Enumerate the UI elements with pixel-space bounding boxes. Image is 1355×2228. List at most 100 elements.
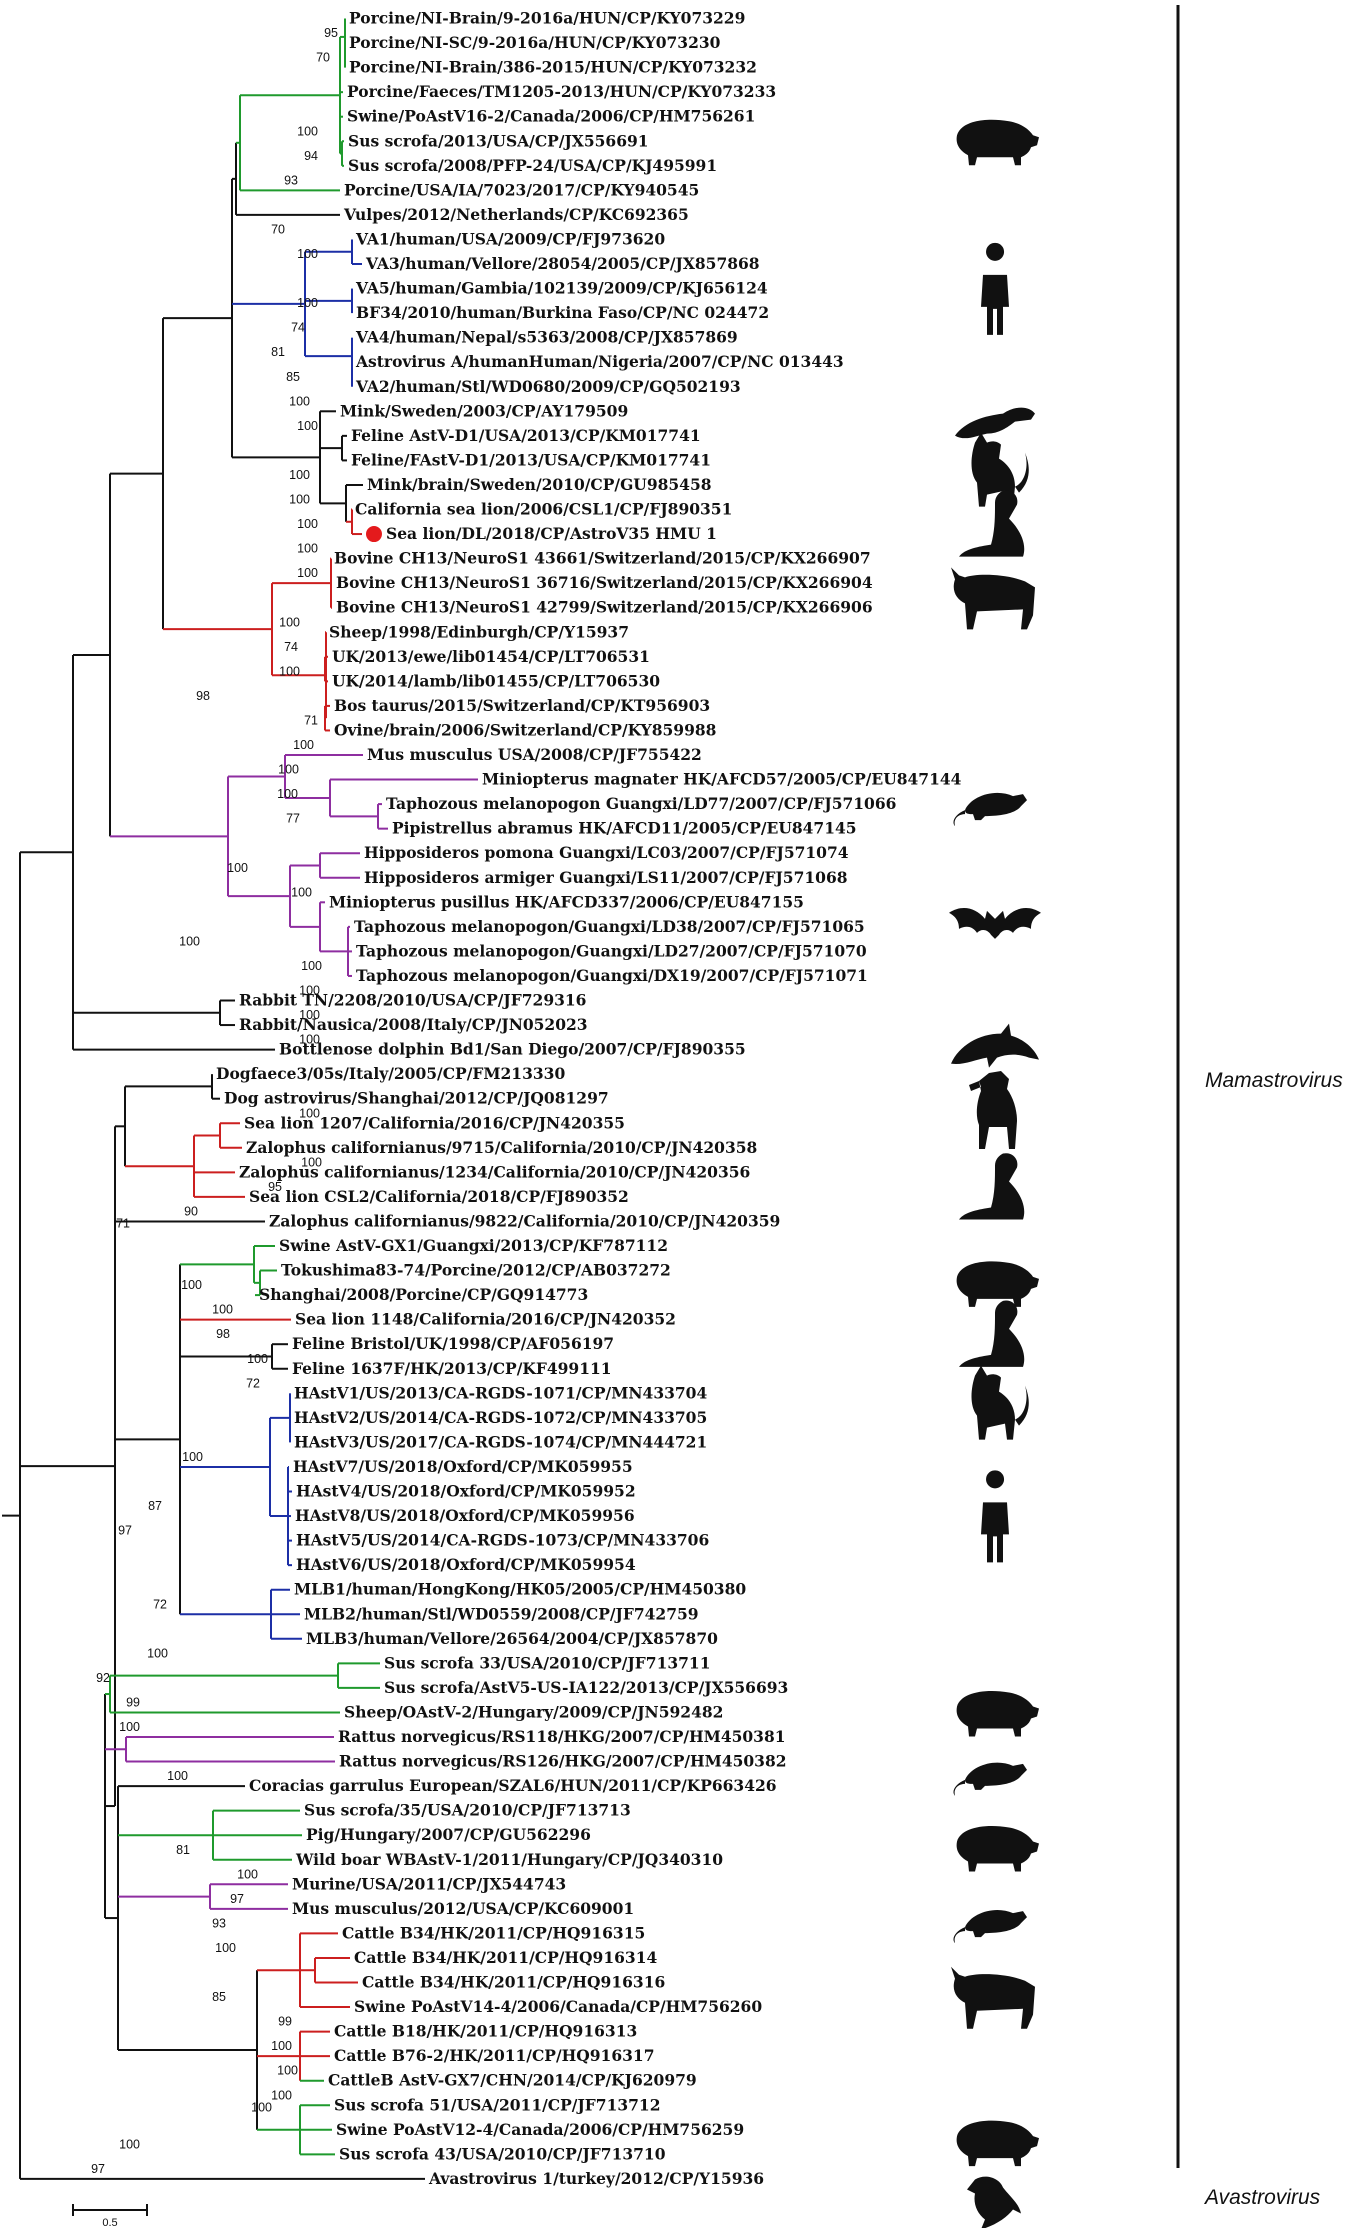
- leaf-label: Zalophus californianus/1234/California/2…: [239, 1162, 750, 1181]
- mink-icon: [955, 407, 1035, 439]
- leaf-label: Dogfaece3/05s/Italy/2005/CP/FM213330: [216, 1064, 565, 1083]
- tree-branches: [2, 18, 478, 2180]
- bootstrap-value: 100: [212, 1303, 233, 1317]
- leaf-label: Swine PoAstV14-4/2006/Canada/CP/HM756260: [354, 1997, 762, 2016]
- bootstrap-value: 93: [284, 173, 298, 187]
- leaf-label: Taphozous melanopogon/Guangxi/DX19/2007/…: [356, 966, 868, 985]
- leaf-label: UK/2014/lamb/lib01455/CP/LT706530: [332, 671, 660, 690]
- leaf-label: Vulpes/2012/Netherlands/CP/KC692365: [343, 205, 689, 224]
- bootstrap-value: 100: [301, 1155, 322, 1169]
- leaf-label: Wild boar WBAstV-1/2011/Hungary/CP/JQ340…: [295, 1850, 723, 1869]
- human-icon-shape: [981, 242, 1009, 335]
- bootstrap-value: 85: [286, 370, 300, 384]
- leaf-label: HAstV5/US/2014/CA-RGDS-1073/CP/MN433706: [296, 1531, 709, 1550]
- bootstrap-value: 92: [96, 1671, 110, 1685]
- human-icon: [981, 242, 1009, 335]
- dolphin-icon: [951, 1023, 1039, 1068]
- pig-icon: [956, 2120, 1039, 2167]
- rat-icon: [953, 1909, 1027, 1944]
- leaf-label: VA1/human/USA/2009/CP/FJ973620: [355, 229, 665, 248]
- leaf-label: Cattle B34/HK/2011/CP/HQ916315: [342, 1923, 645, 1942]
- leaf-label: HAstV2/US/2014/CA-RGDS-1072/CP/MN433705: [294, 1408, 707, 1427]
- leaf-label: Pipistrellus abramus HK/AFCD11/2005/CP/E…: [392, 819, 857, 838]
- leaf-label: Porcine/NI-Brain/386-2015/HUN/CP/KY07323…: [349, 58, 757, 77]
- bootstrap-value: 100: [279, 615, 300, 629]
- sea-lion-icon-shape: [959, 490, 1025, 557]
- pig-icon-shape: [956, 1261, 1039, 1307]
- leaf-label: Rattus norvegicus/RS118/HKG/2007/CP/HM45…: [338, 1727, 786, 1746]
- sea-lion-icon-shape: [959, 1153, 1025, 1220]
- bootstrap-value: 100: [167, 1769, 188, 1783]
- leaf-label: Bovine CH13/NeuroS1 36716/Switzerland/20…: [336, 573, 873, 592]
- bootstrap-value: 100: [297, 542, 318, 556]
- bootstrap-value: 100: [297, 566, 318, 580]
- host-silhouettes: [949, 119, 1041, 2228]
- leaf-label: Porcine/NI-Brain/9-2016a/HUN/CP/KY073229: [349, 9, 745, 28]
- leaf-label: Porcine/USA/IA/7023/2017/CP/KY940545: [344, 180, 699, 199]
- bootstrap-value: 100: [227, 861, 248, 875]
- pig-icon-shape: [956, 1826, 1039, 1872]
- bootstrap-value: 71: [304, 713, 318, 727]
- leaf-label: Mus musculus USA/2008/CP/JF755422: [367, 745, 702, 764]
- bootstrap-value: 100: [147, 1646, 168, 1660]
- leaf-label: HAstV3/US/2017/CA-RGDS-1074/CP/MN444721: [294, 1432, 707, 1451]
- bootstrap-value: 77: [286, 812, 300, 826]
- rat-icon-shape: [953, 1762, 1027, 1796]
- leaf-label: Feline Bristol/UK/1998/CP/AF056197: [292, 1334, 614, 1353]
- rat-icon: [953, 792, 1027, 827]
- leaf-label: HAstV6/US/2018/Oxford/CP/MK059954: [296, 1555, 636, 1574]
- leaf-label: Ovine/brain/2006/Switzerland/CP/KY859988: [334, 720, 716, 739]
- leaf-label: MLB1/human/HongKong/HK05/2005/CP/HM45038…: [294, 1580, 746, 1599]
- cat-icon: [971, 1365, 1029, 1440]
- leaf-label: VA3/human/Vellore/28054/2005/CP/JX857868: [365, 254, 760, 273]
- bootstrap-value: 100: [237, 1867, 258, 1881]
- rat-icon-shape: [953, 1909, 1027, 1944]
- leaf-label: UK/2013/ewe/lib01454/CP/LT706531: [332, 647, 650, 666]
- bootstrap-value: 100: [279, 664, 300, 678]
- leaf-label: VA2/human/Stl/WD0680/2009/CP/GQ502193: [355, 377, 741, 396]
- leaf-label: Mink/Sweden/2003/CP/AY179509: [340, 401, 628, 420]
- bootstrap-value: 97: [91, 2162, 105, 2176]
- leaf-label: Murine/USA/2011/CP/JX544743: [292, 1874, 566, 1893]
- leaf-label: Sea lion CSL2/California/2018/CP/FJ89035…: [249, 1187, 629, 1206]
- leaf-label: Pig/Hungary/2007/CP/GU562296: [306, 1825, 591, 1844]
- bootstrap-value: 93: [212, 1916, 226, 1930]
- leaf-label: Sus scrofa 51/USA/2011/CP/JF713712: [334, 2095, 661, 2114]
- bootstrap-value: 100: [277, 2064, 298, 2078]
- leaf-label: Feline AstV-D1/USA/2013/CP/KM017741: [351, 426, 701, 445]
- bootstrap-value: 97: [230, 1892, 244, 1906]
- leaf-label: Sus scrofa/AstV5-US-IA122/2013/CP/JX5566…: [384, 1678, 788, 1697]
- leaf-label: VA4/human/Nepal/s5363/2008/CP/JX857869: [355, 328, 738, 347]
- cat-icon: [971, 432, 1029, 507]
- bootstrap-value: 100: [271, 2088, 292, 2102]
- genus-label: Mamastrovirus: [1205, 1069, 1343, 1092]
- genus-label: Avastrovirus: [1203, 2186, 1321, 2209]
- pig-icon-shape: [956, 2120, 1039, 2167]
- leaf-label: HAstV8/US/2018/Oxford/CP/MK059956: [295, 1506, 635, 1525]
- bootstrap-value: 100: [297, 247, 318, 261]
- bootstrap-value: 95: [268, 1180, 282, 1194]
- leaf-label: CattleB AstV-GX7/CHN/2014/CP/KJ620979: [328, 2071, 697, 2090]
- highlight-dot: [366, 526, 382, 543]
- cattle-icon: [951, 567, 1035, 630]
- pig-icon: [956, 1261, 1039, 1307]
- leaf-label: Sheep/1998/Edinburgh/CP/Y15937: [329, 622, 629, 641]
- leaf-label: Astrovirus A/humanHuman/Nigeria/2007/CP/…: [355, 352, 844, 371]
- bootstrap-value: 71: [116, 1217, 130, 1231]
- leaf-label: Sea lion/DL/2018/CP/AstroV35 HMU 1: [386, 524, 717, 543]
- highlight-marker: [366, 526, 382, 543]
- bootstrap-value: 98: [216, 1327, 230, 1341]
- leaf-label: Porcine/NI-SC/9-2016a/HUN/CP/KY073230: [349, 33, 721, 52]
- bootstrap-value: 99: [126, 1695, 140, 1709]
- bootstrap-value: 90: [184, 1204, 198, 1218]
- leaf-label: Zalophus californianus/9822/California/2…: [269, 1211, 780, 1230]
- bat-icon-shape: [949, 908, 1041, 939]
- bootstrap-value: 100: [289, 394, 310, 408]
- leaf-labels: Porcine/NI-Brain/9-2016a/HUN/CP/KY073229…: [216, 9, 962, 2188]
- leaf-label: HAstV1/US/2013/CA-RGDS-1071/CP/MN433704: [294, 1383, 707, 1402]
- leaf-label: Coracias garrulus European/SZAL6/HUN/201…: [249, 1776, 777, 1795]
- bootstrap-value: 70: [271, 222, 285, 236]
- leaf-label: Bottlenose dolphin Bd1/San Diego/2007/CP…: [279, 1040, 746, 1059]
- pig-icon-shape: [956, 1690, 1039, 1737]
